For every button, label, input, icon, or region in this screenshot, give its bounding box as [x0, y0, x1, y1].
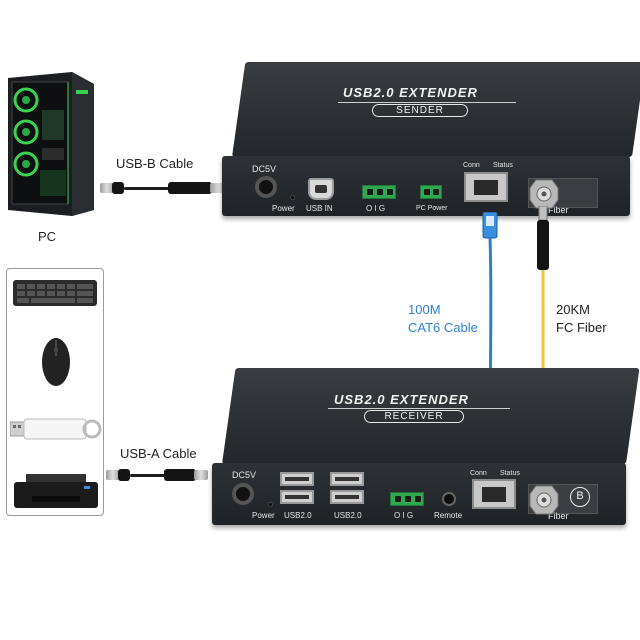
- receiver-usb-port-1b: [280, 490, 314, 504]
- usb-a-plug-body-peripheral: [118, 469, 130, 481]
- sender-fc-connector-icon: [528, 178, 560, 210]
- sender-conn-label: Conn: [463, 162, 480, 169]
- sender-rule: [338, 102, 516, 103]
- fiber-line1: 20KM: [556, 302, 590, 317]
- sender-oig-terminal: [362, 185, 396, 199]
- usb-a-plug-peripheral: [106, 470, 120, 480]
- receiver-title: USB2.0 EXTENDER: [334, 392, 469, 407]
- receiver-usb2-label: USB2.0: [334, 511, 362, 520]
- pc-tower-icon: [2, 70, 98, 218]
- receiver-usb-port-2b: [330, 490, 364, 504]
- usb-b-cable-line: [124, 187, 170, 190]
- usb-a-plug-device: [194, 470, 208, 480]
- usb-drive-icon: [9, 414, 102, 446]
- sender-fiber-label: Fiber: [548, 205, 569, 215]
- sender-usb-in-label: USB IN: [306, 204, 333, 213]
- usb-a-cable-label: USB-A Cable: [120, 446, 197, 461]
- usb-b-plug-body-device: [168, 182, 212, 194]
- sender-dc-label: DC5V: [252, 164, 277, 174]
- sender-dc-jack: [255, 176, 277, 198]
- receiver-power-led: [268, 502, 273, 507]
- usb-b-plug-pc: [100, 183, 114, 193]
- keyboard-icon: [12, 276, 98, 310]
- receiver-power-label: Power: [252, 511, 275, 520]
- receiver-status-label: Status: [500, 470, 520, 477]
- receiver-rule: [328, 408, 510, 409]
- usb-b-plug-device: [210, 183, 228, 193]
- sender-title: USB2.0 EXTENDER: [343, 85, 478, 100]
- receiver-usb1-label: USB2.0: [284, 511, 312, 520]
- receiver-conn-label: Conn: [470, 470, 487, 477]
- receiver-role: RECEIVER: [364, 410, 464, 423]
- pc-label: PC: [38, 229, 57, 244]
- receiver-fc-connector-icon: [528, 484, 560, 516]
- sender-role: SENDER: [372, 104, 468, 117]
- mouse-icon: [40, 336, 72, 388]
- sender-power-label: Power: [272, 204, 295, 213]
- receiver-rj45-port: [472, 479, 516, 509]
- printer-icon: [12, 472, 100, 512]
- receiver-oig-terminal: [390, 492, 424, 506]
- sender-oig-label: O I G: [366, 204, 386, 213]
- receiver-remote-jack: [442, 492, 456, 506]
- receiver-fiber-label: Fiber: [548, 511, 569, 521]
- usb-a-plug-body-device: [164, 469, 196, 481]
- usb-b-plug-body-pc: [112, 182, 124, 194]
- receiver-dc-jack: [232, 483, 254, 505]
- cat6-line2: CAT6 Cable: [408, 320, 478, 335]
- usb-b-cable-label: USB-B Cable: [116, 156, 194, 171]
- receiver-badge-text: B: [576, 490, 584, 502]
- receiver-remote-label: Remote: [434, 511, 463, 520]
- receiver-oig-label: O I G: [394, 511, 414, 520]
- sender-status-label: Status: [493, 162, 513, 169]
- receiver-dc-label: DC5V: [232, 470, 257, 480]
- usb-a-cable-line: [130, 474, 166, 477]
- cat6-line1: 100M: [408, 302, 441, 317]
- sender-usb-in-port: [308, 178, 334, 200]
- fiber-line2: FC Fiber: [556, 320, 607, 335]
- sender-rj45-port: [464, 172, 508, 202]
- receiver-usb-port-1a: [280, 472, 314, 486]
- sender-pc-power-label: PC Power: [416, 205, 448, 212]
- receiver-usb-port-2a: [330, 472, 364, 486]
- sender-pc-power-terminal: [420, 185, 442, 199]
- sender-power-led: [290, 195, 295, 200]
- receiver-badge: B: [570, 487, 590, 507]
